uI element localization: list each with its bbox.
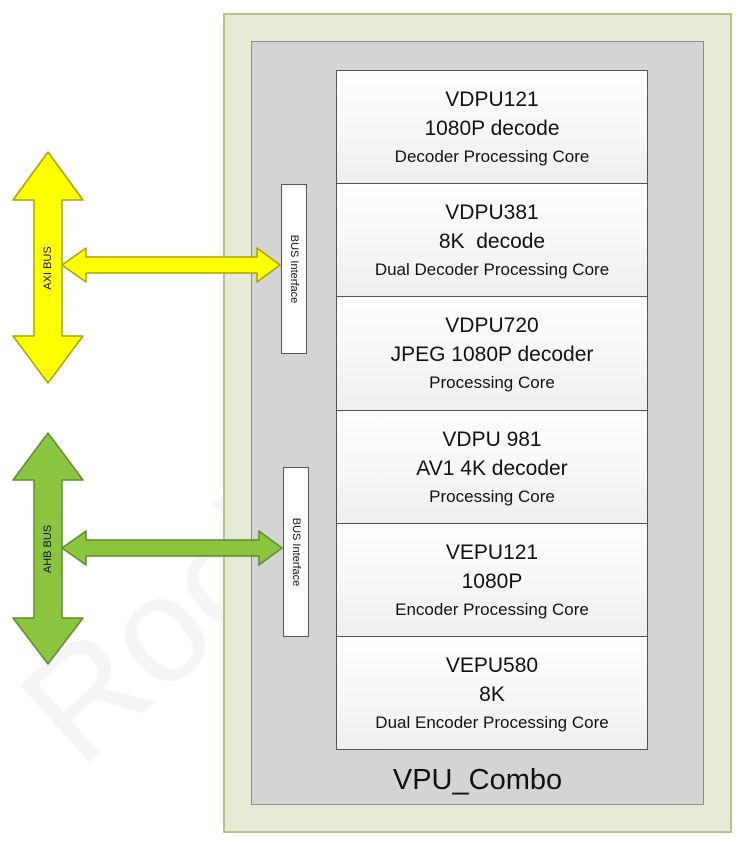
- bus-interface-axi: BUS Interface: [281, 184, 307, 354]
- core-spec: 1080P decode: [424, 116, 560, 140]
- core-desc: Processing Core: [429, 486, 555, 506]
- core-vdpu121: VDPU121 1080P decode Decoder Processing …: [336, 70, 648, 184]
- axi-bus-arrow-icon: [12, 151, 84, 384]
- core-desc: Dual Decoder Processing Core: [374, 259, 610, 279]
- core-name: VDPU 981: [442, 427, 542, 451]
- ahb-bus-label: AHB BUS: [42, 524, 54, 574]
- core-vepu121: VEPU121 1080P Encoder Processing Core: [336, 523, 648, 637]
- core-name: VDPU381: [445, 200, 539, 224]
- core-desc: Decoder Processing Core: [394, 146, 590, 166]
- core-vdpu381: VDPU381 8K decode Dual Decoder Processin…: [336, 183, 648, 297]
- core-stack: VDPU121 1080P decode Decoder Processing …: [336, 70, 648, 750]
- core-name: VEPU580: [445, 653, 539, 677]
- vpu-combo-title: VPU_Combo: [392, 764, 563, 796]
- core-spec: AV1 4K decoder: [416, 456, 568, 480]
- core-name: VEPU121: [445, 540, 539, 564]
- core-spec: 1080P: [461, 569, 523, 593]
- core-name: VDPU720: [445, 314, 539, 337]
- core-desc: Encoder Processing Core: [395, 599, 589, 619]
- core-vdpu720: VDPU720 JPEG 1080P decoder Processing Co…: [336, 296, 648, 411]
- bus-interface-ahb: BUS Interface: [283, 467, 309, 637]
- core-desc: Processing Core: [429, 373, 555, 392]
- core-spec: 8K decode: [438, 229, 546, 253]
- core-vepu580: VEPU580 8K Dual Encoder Processing Core: [336, 636, 648, 750]
- ahb-bus-arrow-icon: [12, 432, 84, 665]
- core-name: VDPU121: [445, 87, 539, 111]
- core-desc: Dual Encoder Processing Core: [375, 712, 609, 732]
- axi-bus-label: AXI BUS: [42, 246, 54, 290]
- core-spec: 8K: [479, 682, 505, 706]
- core-spec: JPEG 1080P decoder: [390, 343, 594, 366]
- axi-connector-arrow-icon: [61, 247, 281, 283]
- ahb-connector-arrow-icon: [61, 530, 283, 566]
